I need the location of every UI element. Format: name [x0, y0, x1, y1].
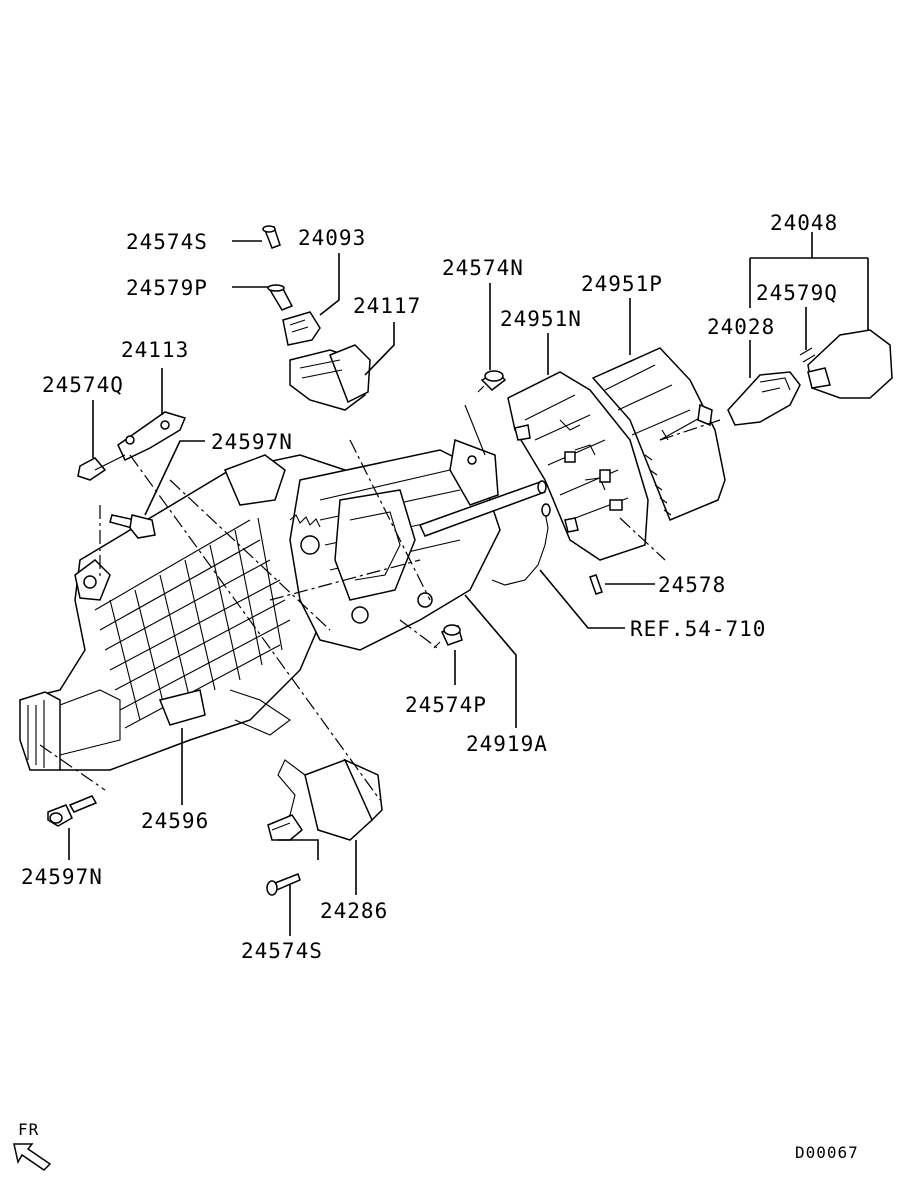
key-cylinder-24028 — [727, 371, 801, 426]
fr-arrow-icon — [13, 1143, 52, 1171]
label-24597n-upper: 24597N — [211, 430, 293, 454]
label-24117: 24117 — [353, 294, 421, 318]
wire-harness — [491, 503, 551, 586]
bolt-24597n-upper — [109, 514, 156, 539]
cap-24048 — [807, 329, 893, 399]
label-24048: 24048 — [770, 211, 838, 235]
label-24093: 24093 — [298, 226, 366, 250]
column-cover-upper — [591, 347, 726, 521]
label-ref-54-710: REF.54-710 — [630, 617, 766, 641]
part-labels: 24574S 24093 24579P 24117 24113 24574Q 2… — [21, 211, 838, 963]
bracket-24113 — [77, 411, 187, 481]
label-24574s-top: 24574S — [126, 230, 208, 254]
switch-assembly — [262, 225, 371, 411]
column-cover-lower — [507, 371, 649, 561]
label-24574q: 24574Q — [42, 373, 124, 397]
label-24113: 24113 — [121, 338, 189, 362]
label-24597n-lower: 24597N — [21, 865, 103, 889]
label-24596: 24596 — [141, 809, 209, 833]
fr-label: FR — [18, 1120, 39, 1139]
label-24286: 24286 — [320, 899, 388, 923]
bolt-24574p — [433, 624, 463, 649]
label-24028: 24028 — [707, 315, 775, 339]
label-24579q: 24579Q — [756, 281, 838, 305]
label-24574s-lower: 24574S — [241, 939, 323, 963]
clip-24579q — [799, 347, 816, 363]
switch-24286 — [267, 758, 383, 841]
center-lines — [39, 419, 721, 801]
label-24951p: 24951P — [581, 272, 663, 296]
label-24951n: 24951N — [500, 307, 582, 331]
label-24578: 24578 — [658, 573, 726, 597]
steering-column-shaft — [289, 404, 547, 651]
label-24919a: 24919A — [466, 732, 548, 756]
front-direction-marker: FR — [13, 1120, 52, 1171]
steering-column-bracket — [19, 454, 361, 771]
screw-24574n — [477, 370, 507, 393]
leader-lines — [68, 232, 869, 936]
label-24579p: 24579P — [126, 276, 208, 300]
bolt-24597n-lower — [47, 795, 98, 827]
pin-24578 — [589, 574, 603, 595]
label-24574p: 24574P — [405, 693, 487, 717]
screw-24574s-lower — [266, 873, 301, 896]
drawing-code: D00067 — [795, 1143, 859, 1162]
label-24574n: 24574N — [442, 256, 524, 280]
